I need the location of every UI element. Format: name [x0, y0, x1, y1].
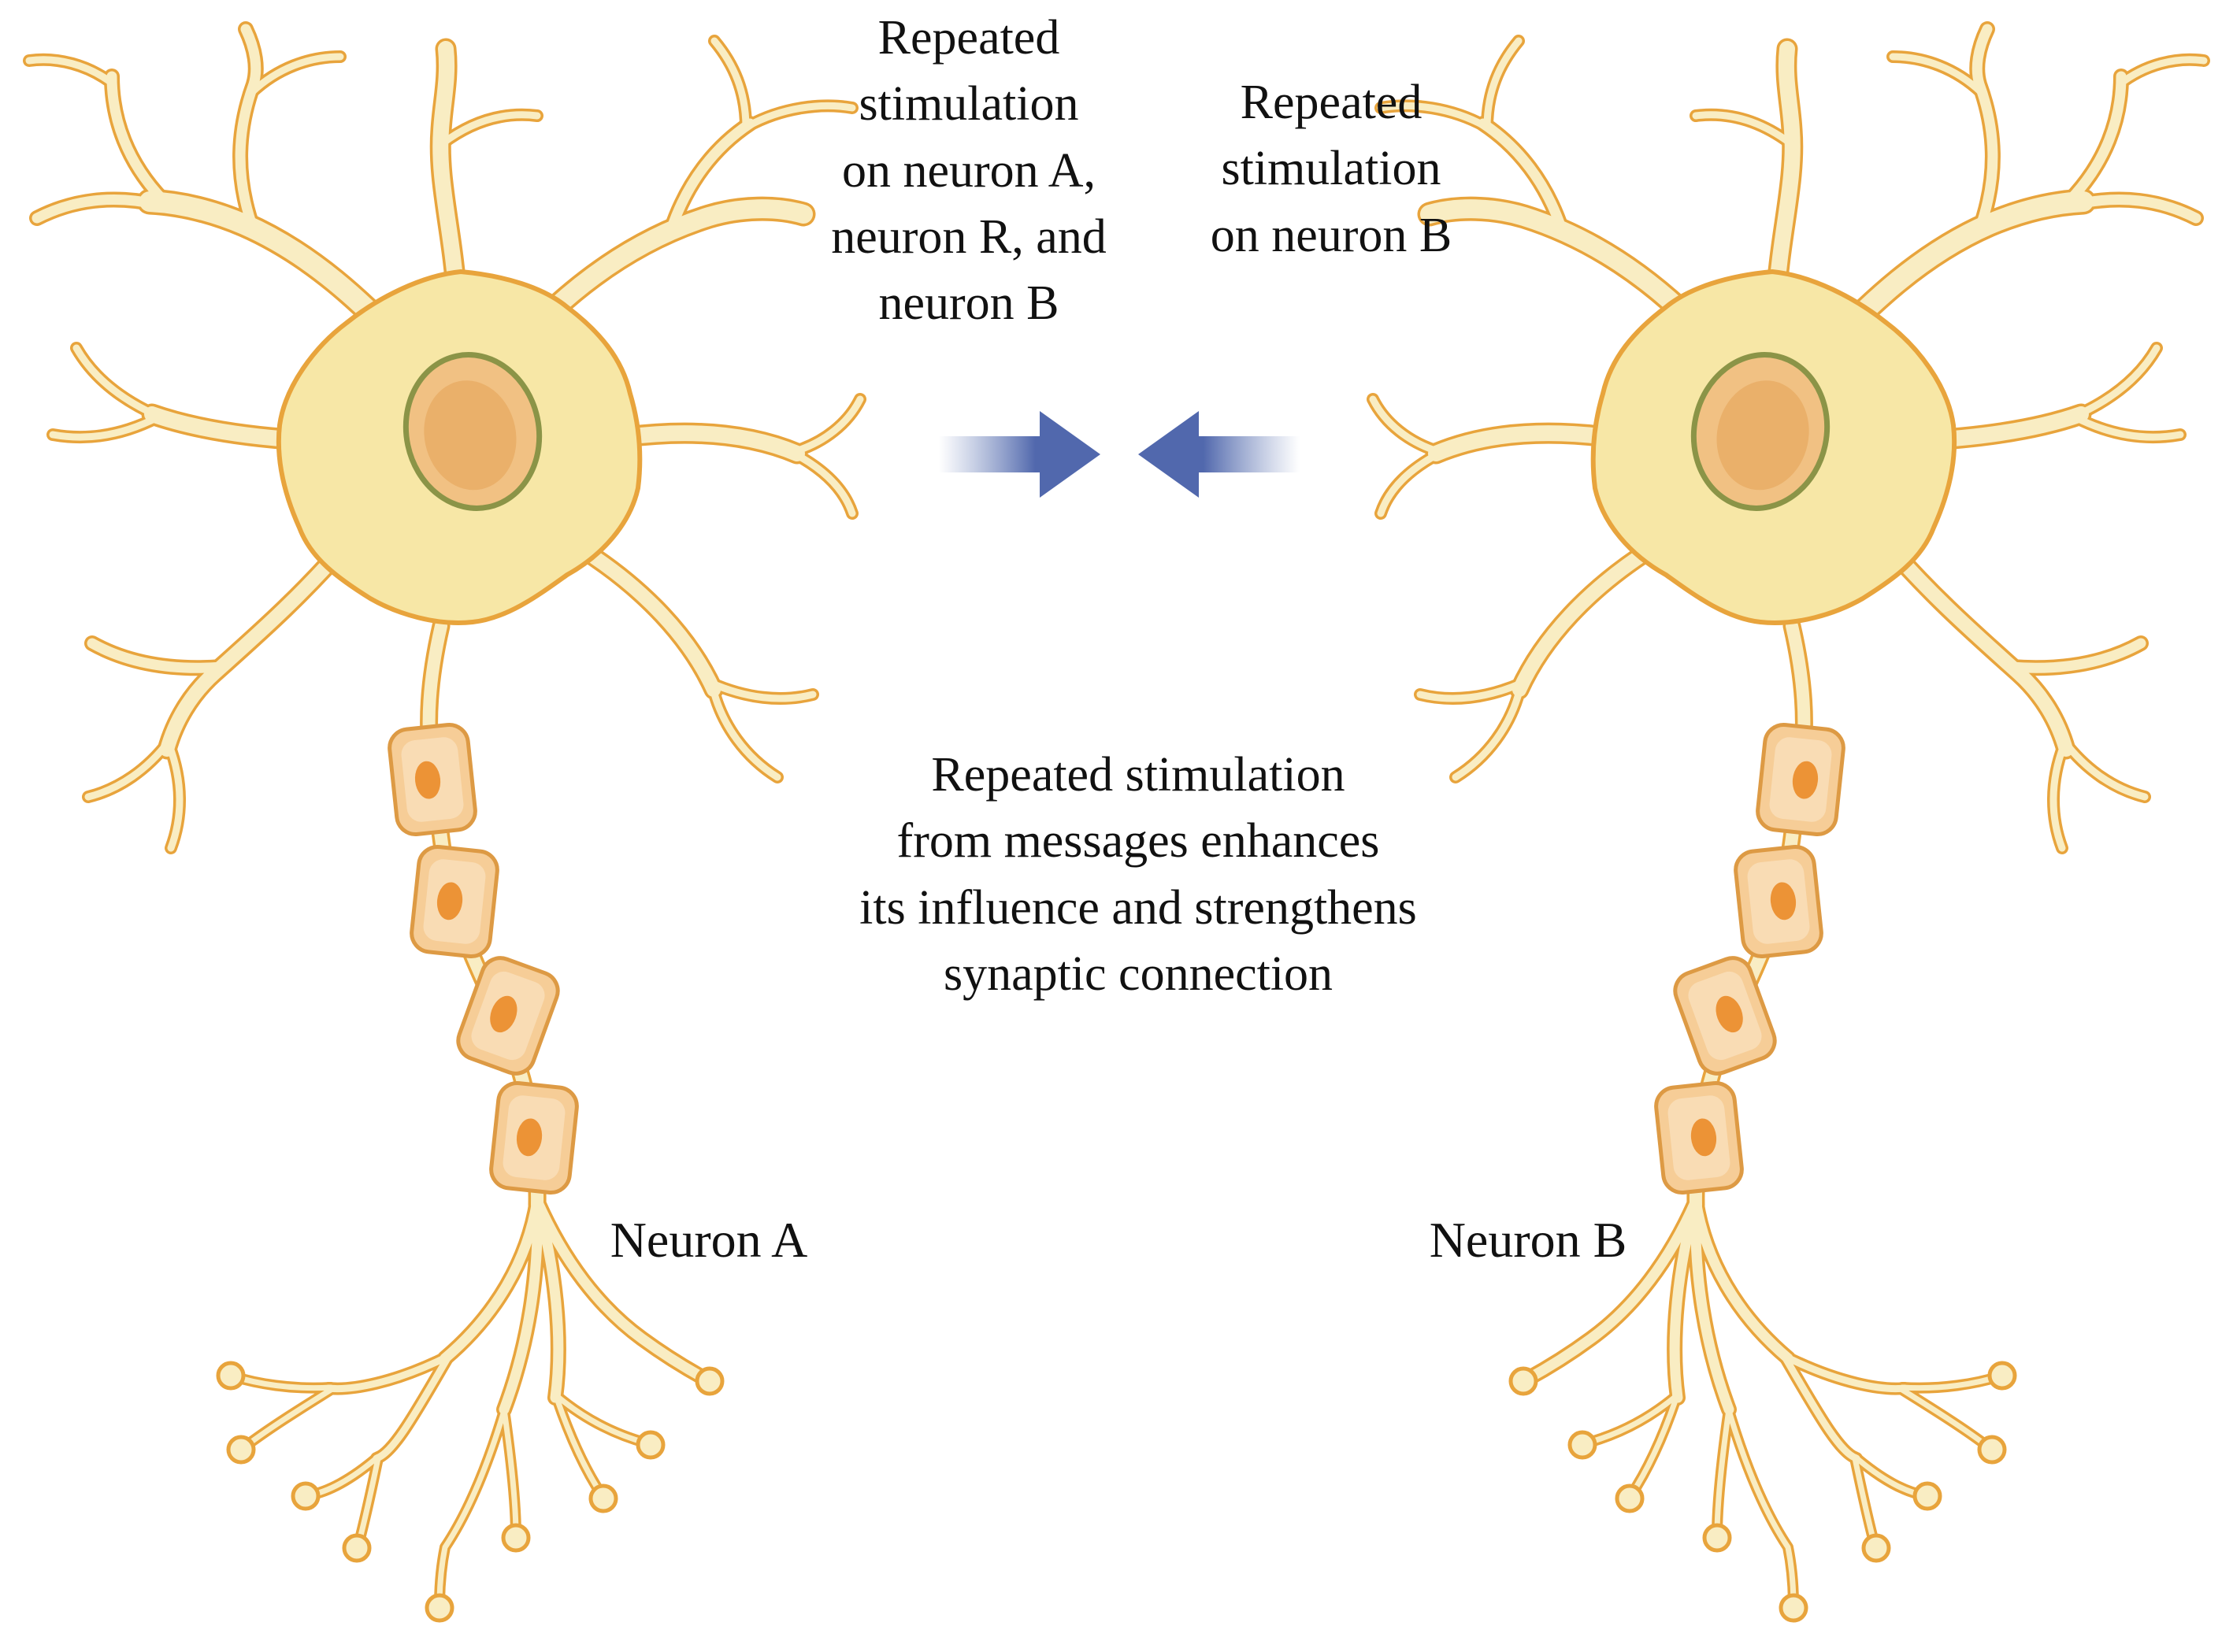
stimulation-arrow-right-icon [939, 411, 1100, 498]
caption-repeated-stimulation-b: Repeated stimulation on neuron B [1210, 76, 1452, 262]
neuron-a-illustration [0, 0, 866, 1652]
caption-repeated-stimulation-a: Repeated stimulation on neuron A, neuron… [831, 11, 1107, 331]
neuron-a-label: Neuron A [610, 1212, 808, 1268]
stimulation-arrow-left-icon [1138, 411, 1300, 498]
neuron-b-label: Neuron B [1429, 1212, 1627, 1268]
caption-synaptic-connection: Repeated stimulation from messages enhan… [859, 748, 1417, 1001]
